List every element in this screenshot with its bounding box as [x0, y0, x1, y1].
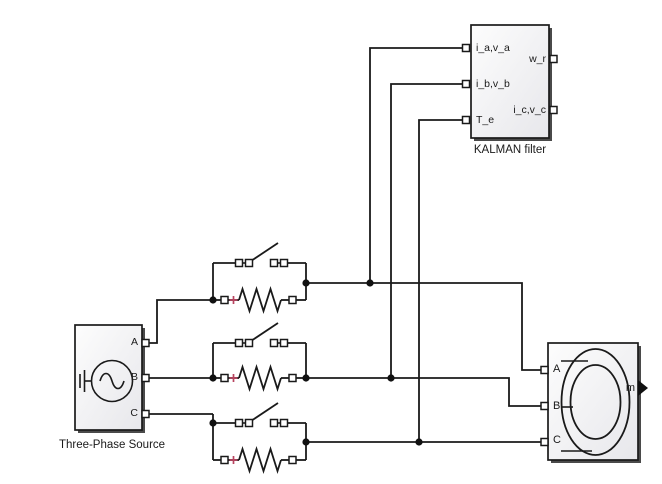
kalman-inport-3[interactable] — [461, 115, 471, 125]
switch-port[interactable] — [279, 338, 289, 348]
switch-blade — [250, 242, 279, 262]
switch-contact — [269, 338, 279, 348]
motor-inport-label-a: A — [553, 363, 561, 375]
resistor-port[interactable] — [288, 455, 297, 465]
resistor-zigzag — [238, 446, 282, 474]
wire-source-a[interactable] — [149, 299, 213, 344]
junction-dot — [387, 374, 395, 382]
kalman-outport-2[interactable] — [549, 105, 558, 115]
wire-tap-to-kalman-in1[interactable] — [369, 47, 462, 283]
junction-dot — [302, 438, 310, 446]
source-outport-label-a: A — [131, 336, 138, 348]
resistor-zigzag — [238, 364, 282, 392]
polarity-plus-icon — [229, 296, 238, 304]
wire-tap-to-kalman-in3[interactable] — [418, 119, 462, 442]
switch-contact — [244, 258, 254, 268]
motor-inport-label-b: B — [553, 400, 560, 412]
resistor-port[interactable] — [220, 455, 229, 465]
switch-port[interactable] — [234, 418, 244, 428]
kalman-outport-1[interactable] — [549, 54, 558, 64]
motor-inport-label-c: C — [553, 434, 561, 446]
motor-outport-label-m: m — [626, 382, 635, 394]
resistor-port[interactable] — [220, 295, 229, 305]
kalman-outport-label-2: i_c,v_c — [513, 104, 546, 116]
source-outport-c[interactable] — [141, 409, 150, 419]
three-phase-source-block[interactable]: A B C Three-Phase Source — [59, 324, 165, 451]
breaker-resistor-branch-b[interactable] — [213, 322, 306, 392]
resistor-port[interactable] — [288, 295, 297, 305]
resistor-icon[interactable] — [213, 364, 306, 392]
switch-port[interactable] — [234, 258, 244, 268]
switch-blade — [250, 322, 279, 342]
kalman-block-title: KALMAN filter — [474, 144, 546, 156]
switch-contact — [244, 338, 254, 348]
switch-contact — [269, 418, 279, 428]
resistor-zigzag — [238, 286, 282, 314]
machine-windings-icon — [560, 348, 631, 456]
motor-inport-b[interactable] — [540, 401, 549, 411]
breaker-switch-icon[interactable] — [213, 322, 306, 348]
junction-dots — [209, 279, 423, 446]
wire-phase-b-to-motor[interactable] — [306, 377, 541, 407]
junction-dot — [366, 279, 374, 287]
resistor-icon[interactable] — [213, 286, 306, 314]
ground-icon — [79, 370, 92, 392]
kalman-filter-block[interactable]: i_a,v_a i_b,v_b T_e w_r i_c,v_c KALMAN f… — [461, 24, 558, 156]
junction-dot — [302, 279, 310, 287]
breaker-switch-icon[interactable] — [213, 242, 306, 268]
motor-inport-a[interactable] — [540, 365, 549, 375]
source-outport-b[interactable] — [141, 373, 150, 383]
switch-port[interactable] — [279, 258, 289, 268]
motor-inport-c[interactable] — [540, 437, 549, 447]
source-outport-label-c: C — [130, 407, 138, 419]
kalman-outport-label-1: w_r — [528, 53, 546, 65]
motor-block[interactable]: A B C m — [540, 342, 648, 463]
junction-dot — [302, 374, 310, 382]
block-body[interactable] — [74, 324, 143, 431]
polarity-plus-icon — [229, 374, 238, 382]
kalman-inport-label-2: i_b,v_b — [476, 78, 510, 90]
source-outport-label-b: B — [131, 371, 138, 383]
switch-blade — [250, 402, 279, 422]
switch-port[interactable] — [279, 418, 289, 428]
breaker-switch-icon[interactable] — [213, 402, 306, 428]
kalman-inport-label-3: T_e — [476, 114, 494, 126]
breaker-resistor-branch-a[interactable] — [213, 242, 306, 314]
resistor-port[interactable] — [220, 373, 229, 383]
resistor-port[interactable] — [288, 373, 297, 383]
source-block-title: Three-Phase Source — [59, 439, 165, 451]
kalman-inport-1[interactable] — [461, 43, 471, 53]
block-body[interactable] — [470, 24, 550, 139]
source-outport-a[interactable] — [141, 338, 150, 348]
junction-dot — [209, 374, 217, 382]
switch-contact — [244, 418, 254, 428]
resistor-icon[interactable] — [213, 446, 306, 474]
junction-dot — [209, 419, 217, 427]
kalman-inport-2[interactable] — [461, 79, 471, 89]
ac-source-icon — [90, 359, 134, 403]
breaker-resistor-branch-c[interactable] — [213, 402, 306, 474]
wire-tap-to-kalman-in2[interactable] — [390, 83, 462, 378]
output-arrow-icon[interactable] — [638, 380, 648, 396]
polarity-plus-icon — [229, 456, 238, 464]
junction-dot — [415, 438, 423, 446]
switch-port[interactable] — [234, 338, 244, 348]
switch-contact — [269, 258, 279, 268]
wire-phase-a-to-motor[interactable] — [306, 282, 541, 371]
junction-dot — [209, 296, 217, 304]
kalman-inport-label-1: i_a,v_a — [476, 42, 510, 54]
block-body[interactable] — [547, 342, 639, 461]
